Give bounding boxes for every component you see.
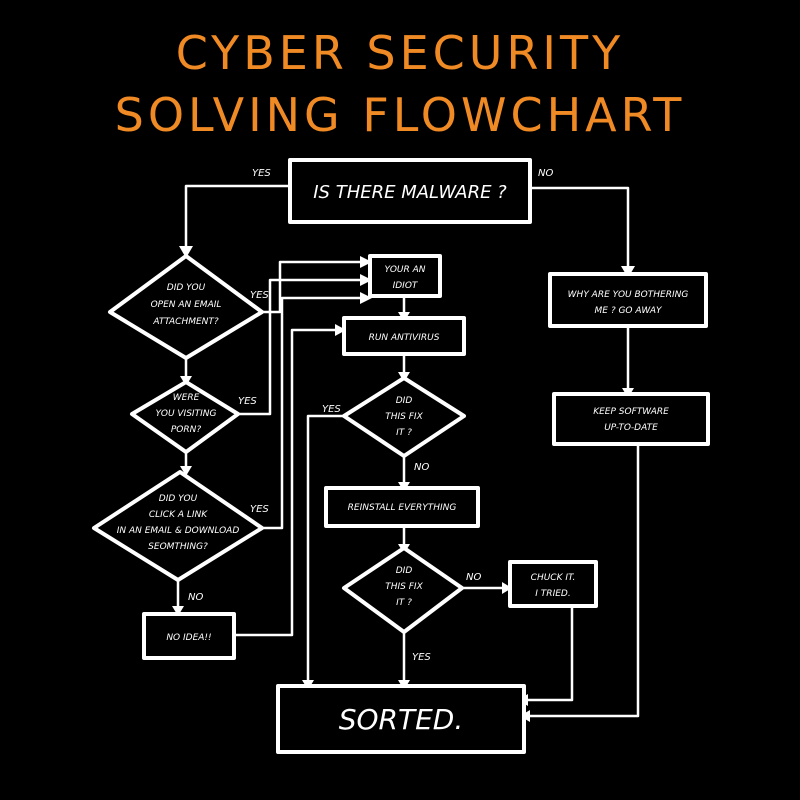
node-text: ME ? GO AWAY [595, 306, 663, 316]
node-text: CHUCK IT. [531, 573, 576, 583]
edge-fix1-sorted [306, 414, 346, 684]
arrowhead [335, 324, 346, 336]
node-text: IN AN EMAIL & DOWNLOAD [117, 526, 240, 536]
edge-label-malware-no: NO [538, 168, 553, 179]
edge-link-idiot [260, 296, 364, 530]
node-text: NO IDEA!! [166, 633, 211, 643]
edge-label-fix1-yes: YES [322, 404, 341, 415]
node-text: RUN ANTIVIRUS [369, 333, 440, 343]
edge-keep-sorted [524, 442, 640, 718]
node-text: PORN? [171, 425, 201, 435]
node-text: IDIOT [393, 281, 419, 291]
node-text: YOUR AN [384, 265, 425, 275]
arrowhead [360, 292, 372, 304]
node-click-link: DID YOU CLICK A LINK IN AN EMAIL & DOWNL… [92, 470, 264, 582]
node-run-antivirus: RUN ANTIVIRUS [342, 316, 466, 356]
edge-noidea-antivirus [232, 328, 346, 637]
node-text: THIS FIX [385, 412, 423, 422]
node-text: I TRIED. [535, 589, 570, 599]
arrowhead [179, 246, 193, 258]
node-sorted: SORTED. [276, 684, 526, 754]
node-chuck-it: CHUCK IT. I TRIED. [508, 560, 598, 608]
node-text: IS THERE MALWARE ? [313, 182, 507, 203]
node-visiting-porn: WERE YOU VISITING PORN? [130, 380, 240, 454]
node-text: DID YOU [167, 283, 206, 293]
edges [176, 184, 640, 718]
node-text: CLICK A LINK [149, 510, 208, 520]
node-did-this-fix-1: DID THIS FIX IT ? [342, 376, 466, 458]
edge-email-idiot [260, 260, 364, 314]
edge-malware-no [528, 186, 630, 270]
node-why-bothering: WHY ARE YOU BOTHERING ME ? GO AWAY [548, 272, 708, 328]
node-is-there-malware: IS THERE MALWARE ? [288, 158, 532, 224]
arrowhead [360, 274, 372, 286]
arrowhead [180, 466, 192, 476]
node-text: SEOMTHING? [148, 542, 208, 552]
node-text: IT ? [396, 598, 412, 608]
node-text: KEEP SOFTWARE [593, 407, 669, 417]
arrowhead [172, 606, 184, 616]
node-text: SORTED. [339, 703, 464, 736]
edge-label-fix1-no: NO [414, 462, 429, 473]
node-text: WHY ARE YOU BOTHERING [568, 290, 689, 300]
title-line-2: SOLVING FLOWCHART [114, 88, 686, 142]
node-text: DID [396, 396, 413, 406]
node-no-idea: NO IDEA!! [142, 612, 236, 660]
node-text: WERE [173, 393, 200, 403]
edge-malware-yes [184, 184, 292, 250]
node-text: DID YOU [159, 494, 198, 504]
title-line-1: CYBER SECURITY [175, 26, 625, 80]
node-text: THIS FIX [385, 582, 423, 592]
edge-porn-idiot [236, 278, 364, 416]
edge-label-link-no: NO [188, 592, 203, 603]
edge-label-porn-yes: YES [238, 396, 257, 407]
node-text: YOU VISITING [156, 409, 217, 419]
arrowhead [502, 582, 512, 594]
node-text: OPEN AN EMAIL [151, 300, 222, 310]
node-keep-software: KEEP SOFTWARE UP-TO-DATE [552, 392, 710, 446]
edge-label-fix2-no: NO [466, 572, 481, 583]
node-text: REINSTALL EVERYTHING [348, 503, 457, 513]
edge-label-link-yes: YES [250, 504, 269, 515]
edge-label-email-yes: YES [250, 290, 269, 301]
edge-labels: YES NO YES YES YES NO YES NO NO YES [188, 168, 553, 663]
node-did-this-fix-2: DID THIS FIX IT ? [342, 546, 464, 634]
edge-label-fix2-yes: YES [412, 652, 431, 663]
node-text: UP-TO-DATE [604, 423, 658, 433]
node-email-attachment: DID YOU OPEN AN EMAIL ATTACHMENT? [108, 254, 264, 360]
node-text: ATTACHMENT? [152, 317, 219, 327]
edge-chuck-sorted [522, 604, 574, 702]
arrowhead [360, 256, 372, 268]
node-text: DID [396, 566, 413, 576]
node-reinstall-everything: REINSTALL EVERYTHING [324, 486, 480, 528]
node-text: IT ? [396, 428, 412, 438]
edge-label-malware-yes: YES [252, 168, 271, 179]
node-your-an-idiot: YOUR AN IDIOT [368, 254, 442, 298]
